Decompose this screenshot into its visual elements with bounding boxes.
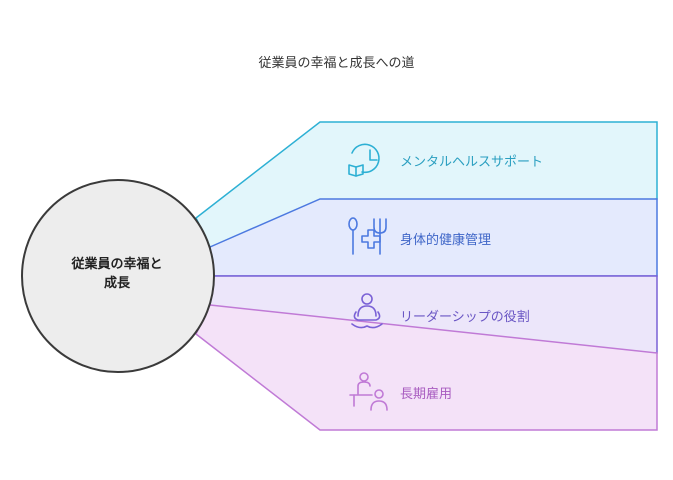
center-label-line1: 従業員の幸福と [71, 257, 163, 272]
fork-spoon-medical-icon [348, 217, 387, 255]
label-physical-health: 身体的健康管理 [400, 233, 492, 248]
meditating-person-icon [351, 293, 383, 329]
diagram-title: 従業員の幸福と成長への道 [258, 56, 415, 71]
center-circle [21, 179, 215, 373]
center-label-line2: 成長 [103, 276, 130, 291]
label-long-term-employment: 長期雇用 [400, 387, 453, 402]
people-desk-icon [349, 372, 388, 411]
center-label: 従業員の幸福と 成長 [42, 255, 192, 293]
heart-book-icon [348, 143, 380, 177]
label-mental-health: メンタルヘルスサポート [400, 155, 544, 170]
label-leadership: リーダーシップの役割 [400, 310, 530, 325]
